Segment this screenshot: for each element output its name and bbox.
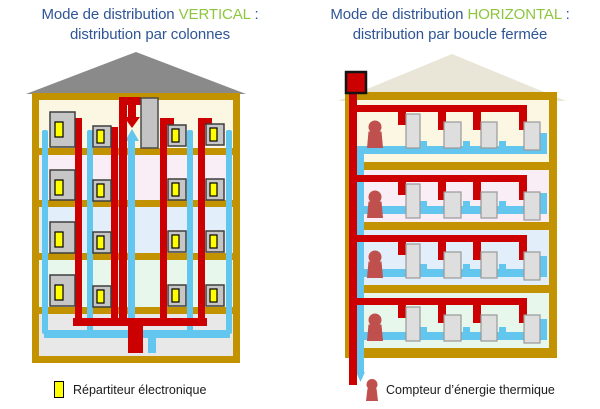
title-line2: distribution par colonnes bbox=[69, 26, 231, 43]
title-prefix: Mode de distribution bbox=[330, 6, 464, 23]
up-arrow-icon bbox=[125, 129, 139, 141]
repartiteur-icon bbox=[54, 381, 64, 398]
repartiteur-icon bbox=[54, 179, 64, 196]
repartiteur-icon bbox=[54, 284, 64, 301]
horizontal-building-diagram bbox=[338, 54, 566, 385]
repartiteur-icon bbox=[96, 235, 105, 250]
repartiteur-icon bbox=[96, 129, 105, 144]
repartiteur-icon bbox=[54, 231, 64, 248]
roof bbox=[338, 54, 566, 101]
repartiteur-icon bbox=[209, 182, 218, 197]
repartiteur-icon bbox=[209, 127, 218, 142]
roof bbox=[26, 52, 246, 94]
vertical-building-diagram bbox=[26, 52, 246, 363]
repartiteur-icon bbox=[171, 234, 180, 249]
repartiteurs bbox=[54, 121, 218, 304]
title-line2: distribution par boucle fermée bbox=[352, 26, 548, 43]
title-prefix: Mode de distribution bbox=[41, 6, 175, 23]
radiator bbox=[49, 221, 76, 254]
repartiteur-icon bbox=[209, 234, 218, 249]
repartiteur-icon bbox=[171, 288, 180, 303]
title-colon: : bbox=[254, 6, 259, 23]
legend-label: Compteur d’énergie thermique bbox=[386, 383, 555, 397]
rooftop-heat-unit bbox=[344, 70, 368, 95]
return-riser bbox=[357, 146, 364, 372]
down-arrow-icon bbox=[356, 372, 365, 382]
legend-repartiteur: Répartiteur électronique bbox=[54, 381, 206, 398]
hot-water-unit bbox=[140, 97, 159, 149]
down-arrow-icon bbox=[124, 117, 140, 128]
legend-compteur: Compteur d’énergie thermique bbox=[364, 378, 555, 402]
repartiteur-icon bbox=[54, 121, 64, 138]
title-highlight: VERTICAL bbox=[178, 6, 251, 23]
title-colon: : bbox=[565, 6, 570, 23]
legend-label: Répartiteur électronique bbox=[73, 382, 207, 397]
repartiteur-icon bbox=[96, 289, 105, 304]
repartiteur-icon bbox=[171, 182, 180, 197]
compteur-icon bbox=[366, 379, 378, 401]
repartiteur-icon bbox=[96, 183, 105, 198]
title-highlight: HORIZONTAL bbox=[467, 6, 562, 23]
repartiteur-icon bbox=[209, 288, 218, 303]
page-title-horizontal: Mode de distribution HORIZONTAL : distri… bbox=[300, 5, 600, 45]
page-title-vertical: Mode de distribution VERTICAL : distribu… bbox=[0, 5, 300, 45]
repartiteur-icon bbox=[171, 128, 180, 143]
